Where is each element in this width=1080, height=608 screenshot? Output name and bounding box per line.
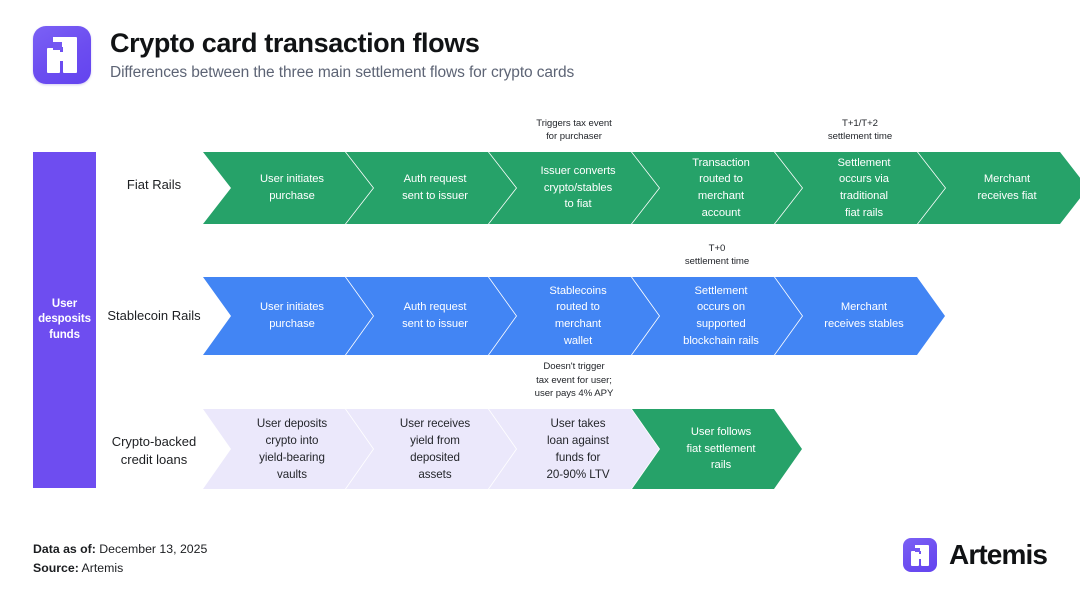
data-as-of-line: Data as of: December 13, 2025 xyxy=(33,540,207,559)
flow-row-label: Crypto-backed credit loans xyxy=(111,434,197,467)
rail-label: User desposits funds xyxy=(38,297,91,341)
flow-step-chevron[interactable]: Transaction routed to merchant account xyxy=(632,152,802,224)
footer-notes: Data as of: December 13, 2025 Source: Ar… xyxy=(33,540,207,578)
flow-step-label: Auth request sent to issuer xyxy=(402,173,468,202)
data-as-of-value: December 13, 2025 xyxy=(99,542,208,556)
flow-step-chevron[interactable]: Settlement occurs via traditional fiat r… xyxy=(775,152,945,224)
flow-step-label: User takes loan against funds for 20-90%… xyxy=(546,416,610,482)
flow-step-chevron[interactable]: User receives yield from deposited asset… xyxy=(346,409,516,489)
artemis-logo-icon xyxy=(33,26,91,84)
flow-step-label: User initiates purchase xyxy=(260,173,324,202)
page-title: Crypto card transaction flows xyxy=(110,28,480,58)
flow-step-chevron[interactable]: Stablecoins routed to merchant wallet xyxy=(489,277,659,355)
flow-step-chevron[interactable]: User initiates purchase xyxy=(203,152,373,224)
header: Crypto card transaction flows Difference… xyxy=(33,26,574,84)
flow-step-label: Settlement occurs on supported blockchai… xyxy=(683,284,759,347)
flow-step-chevron[interactable]: Auth request sent to issuer xyxy=(346,152,516,224)
flow-step-label: Stablecoins routed to merchant wallet xyxy=(549,284,607,347)
source-line: Source: Artemis xyxy=(33,559,207,578)
flow-step-label: User receives yield from deposited asset… xyxy=(399,416,471,482)
flow-step-label: Auth request sent to issuer xyxy=(402,301,468,330)
flow-step-annotation: T+1/T+2 settlement time xyxy=(827,117,893,143)
flow-step-label: User initiates purchase xyxy=(260,301,324,330)
flow-step-chevron[interactable]: Settlement occurs on supported blockchai… xyxy=(632,277,802,355)
flow-step-chevron[interactable]: User takes loan against funds for 20-90%… xyxy=(489,409,659,489)
flow-step-label: User follows fiat settlement rails xyxy=(686,426,756,472)
flow-step-chevron[interactable]: User deposits crypto into yield-bearing … xyxy=(203,409,373,489)
flow-step-annotation: Triggers tax event for purchaser xyxy=(536,117,612,143)
flow-step-annotation: T+0 settlement time xyxy=(684,242,750,268)
header-text: Crypto card transaction flows Difference… xyxy=(110,26,574,82)
flow-row-label: Fiat Rails xyxy=(126,177,182,192)
flow-step-label: Merchant receives fiat xyxy=(977,173,1037,202)
brand-wordmark: Artemis xyxy=(949,539,1048,570)
source-label: Source: xyxy=(33,561,79,576)
flow-step-chevron[interactable]: Issuer converts crypto/stables to fiat xyxy=(489,152,659,224)
flow-step-label: Settlement occurs via traditional fiat r… xyxy=(837,156,891,219)
flow-step-label: Transaction routed to merchant account xyxy=(692,156,750,219)
flow-step-label: User deposits crypto into yield-bearing … xyxy=(256,416,328,482)
flow-row: Fiat Rails User initiates purchase Auth re… xyxy=(0,118,1080,224)
page-subtitle: Differences between the three main settl… xyxy=(110,63,575,81)
user-deposits-funds-rail: User desposits funds xyxy=(33,152,96,488)
data-as-of-label: Data as of: xyxy=(33,542,96,556)
flow-step-label: Issuer converts crypto/stables to fiat xyxy=(540,165,616,211)
footer-brand: Artemis xyxy=(903,538,1048,572)
flow-step-chevron[interactable]: User follows fiat settlement rails xyxy=(632,409,802,489)
flow-row: Stablecoin Rails User initiates purchase A… xyxy=(0,243,1080,355)
flow-step-chevron[interactable]: User initiates purchase xyxy=(203,277,373,355)
flow-step-annotation: Doesn't trigger tax event for user; user… xyxy=(534,361,614,400)
flow-step-label: Merchant receives stables xyxy=(824,301,904,330)
flow-step-chevron[interactable]: Merchant receives stables xyxy=(775,277,945,355)
artemis-logo-icon xyxy=(903,538,938,572)
flow-step-chevron[interactable]: Auth request sent to issuer xyxy=(346,277,516,355)
flow-row-label: Stablecoin Rails xyxy=(107,308,201,323)
source-value: Artemis xyxy=(81,561,124,576)
flow-row: Crypto-backed credit loans User deposits … xyxy=(0,361,1080,489)
